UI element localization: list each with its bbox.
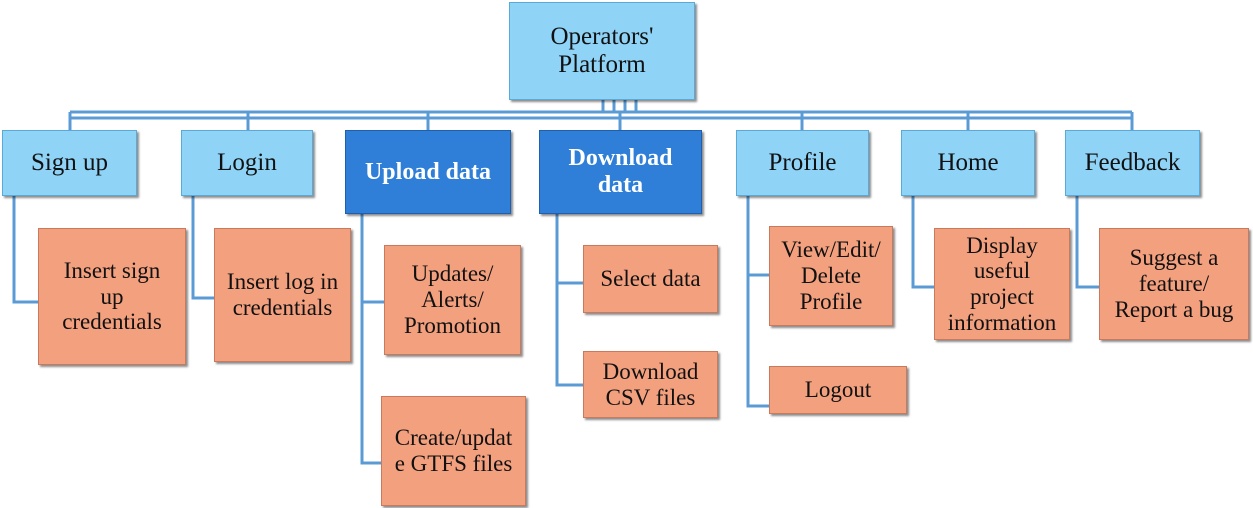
menu-feedback: Feedback (1065, 130, 1200, 196)
action-label: Create/updat e GTFS files (394, 425, 513, 476)
action-download-csv-files: Download CSV files (583, 351, 718, 418)
action-label: Updates/ Alerts/ Promotion (403, 261, 502, 338)
action-label: Logout (804, 377, 872, 403)
menu-home: Home (901, 130, 1035, 196)
action-logout: Logout (769, 366, 907, 414)
menu-label: Sign up (30, 149, 109, 176)
menu-login: Login (181, 130, 313, 196)
menu-label: Login (217, 149, 277, 176)
action-insert-log-in-credentials: Insert log in credentials (214, 228, 351, 362)
action-label: View/Edit/ Delete Profile (781, 237, 881, 314)
menu-label: Feedback (1084, 149, 1181, 176)
menu-label: Download data (568, 145, 673, 198)
action-insert-sign-up-credentials: Insert sign up credentials (38, 228, 186, 365)
action-suggest-feature-report-bug: Suggest a feature/ Report a bug (1099, 228, 1249, 340)
action-label: Display useful project information (947, 232, 1057, 335)
root-operators-platform: Operators' Platform (509, 2, 695, 100)
action-updates-alerts-promotion: Updates/ Alerts/ Promotion (384, 245, 521, 355)
menu-label: Upload data (364, 158, 492, 185)
action-create-update-gtfs-files: Create/updat e GTFS files (381, 396, 526, 506)
menu-label: Home (937, 149, 999, 176)
action-view-edit-delete-profile: View/Edit/ Delete Profile (769, 226, 893, 326)
menu-sign-up: Sign up (2, 130, 137, 196)
action-label: Download CSV files (602, 358, 699, 410)
action-display-useful-project-information: Display useful project information (934, 228, 1070, 340)
menu-profile: Profile (736, 130, 869, 196)
menu-label: Profile (768, 149, 837, 176)
action-label: Suggest a feature/ Report a bug (1114, 245, 1234, 322)
action-label: Insert log in credentials (226, 269, 339, 320)
menu-download-data: Download data (539, 130, 702, 214)
action-label: Insert sign up credentials (62, 257, 162, 335)
root-label: Operators' Platform (550, 23, 654, 78)
action-select-data: Select data (583, 245, 718, 313)
menu-upload-data: Upload data (345, 130, 511, 214)
action-label: Select data (600, 266, 701, 292)
